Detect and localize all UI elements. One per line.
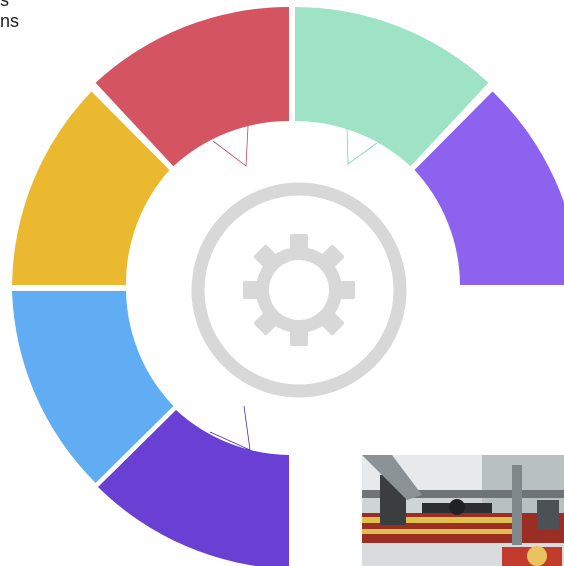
segment-violet (98, 410, 289, 566)
segment-purple (414, 91, 564, 285)
cropped-text-fragment: s ns (0, 0, 20, 31)
segment-green (295, 7, 489, 167)
segment-blue (12, 291, 174, 483)
machine-photo (362, 455, 564, 566)
connector-green (346, 127, 378, 165)
industrial-machine-photo (362, 455, 564, 566)
center-ring (191, 182, 407, 398)
connector-red (212, 125, 249, 167)
segment-yellow (12, 91, 170, 285)
segment-red (95, 7, 289, 167)
gear-icon (243, 234, 355, 346)
connector-violet (209, 405, 251, 451)
